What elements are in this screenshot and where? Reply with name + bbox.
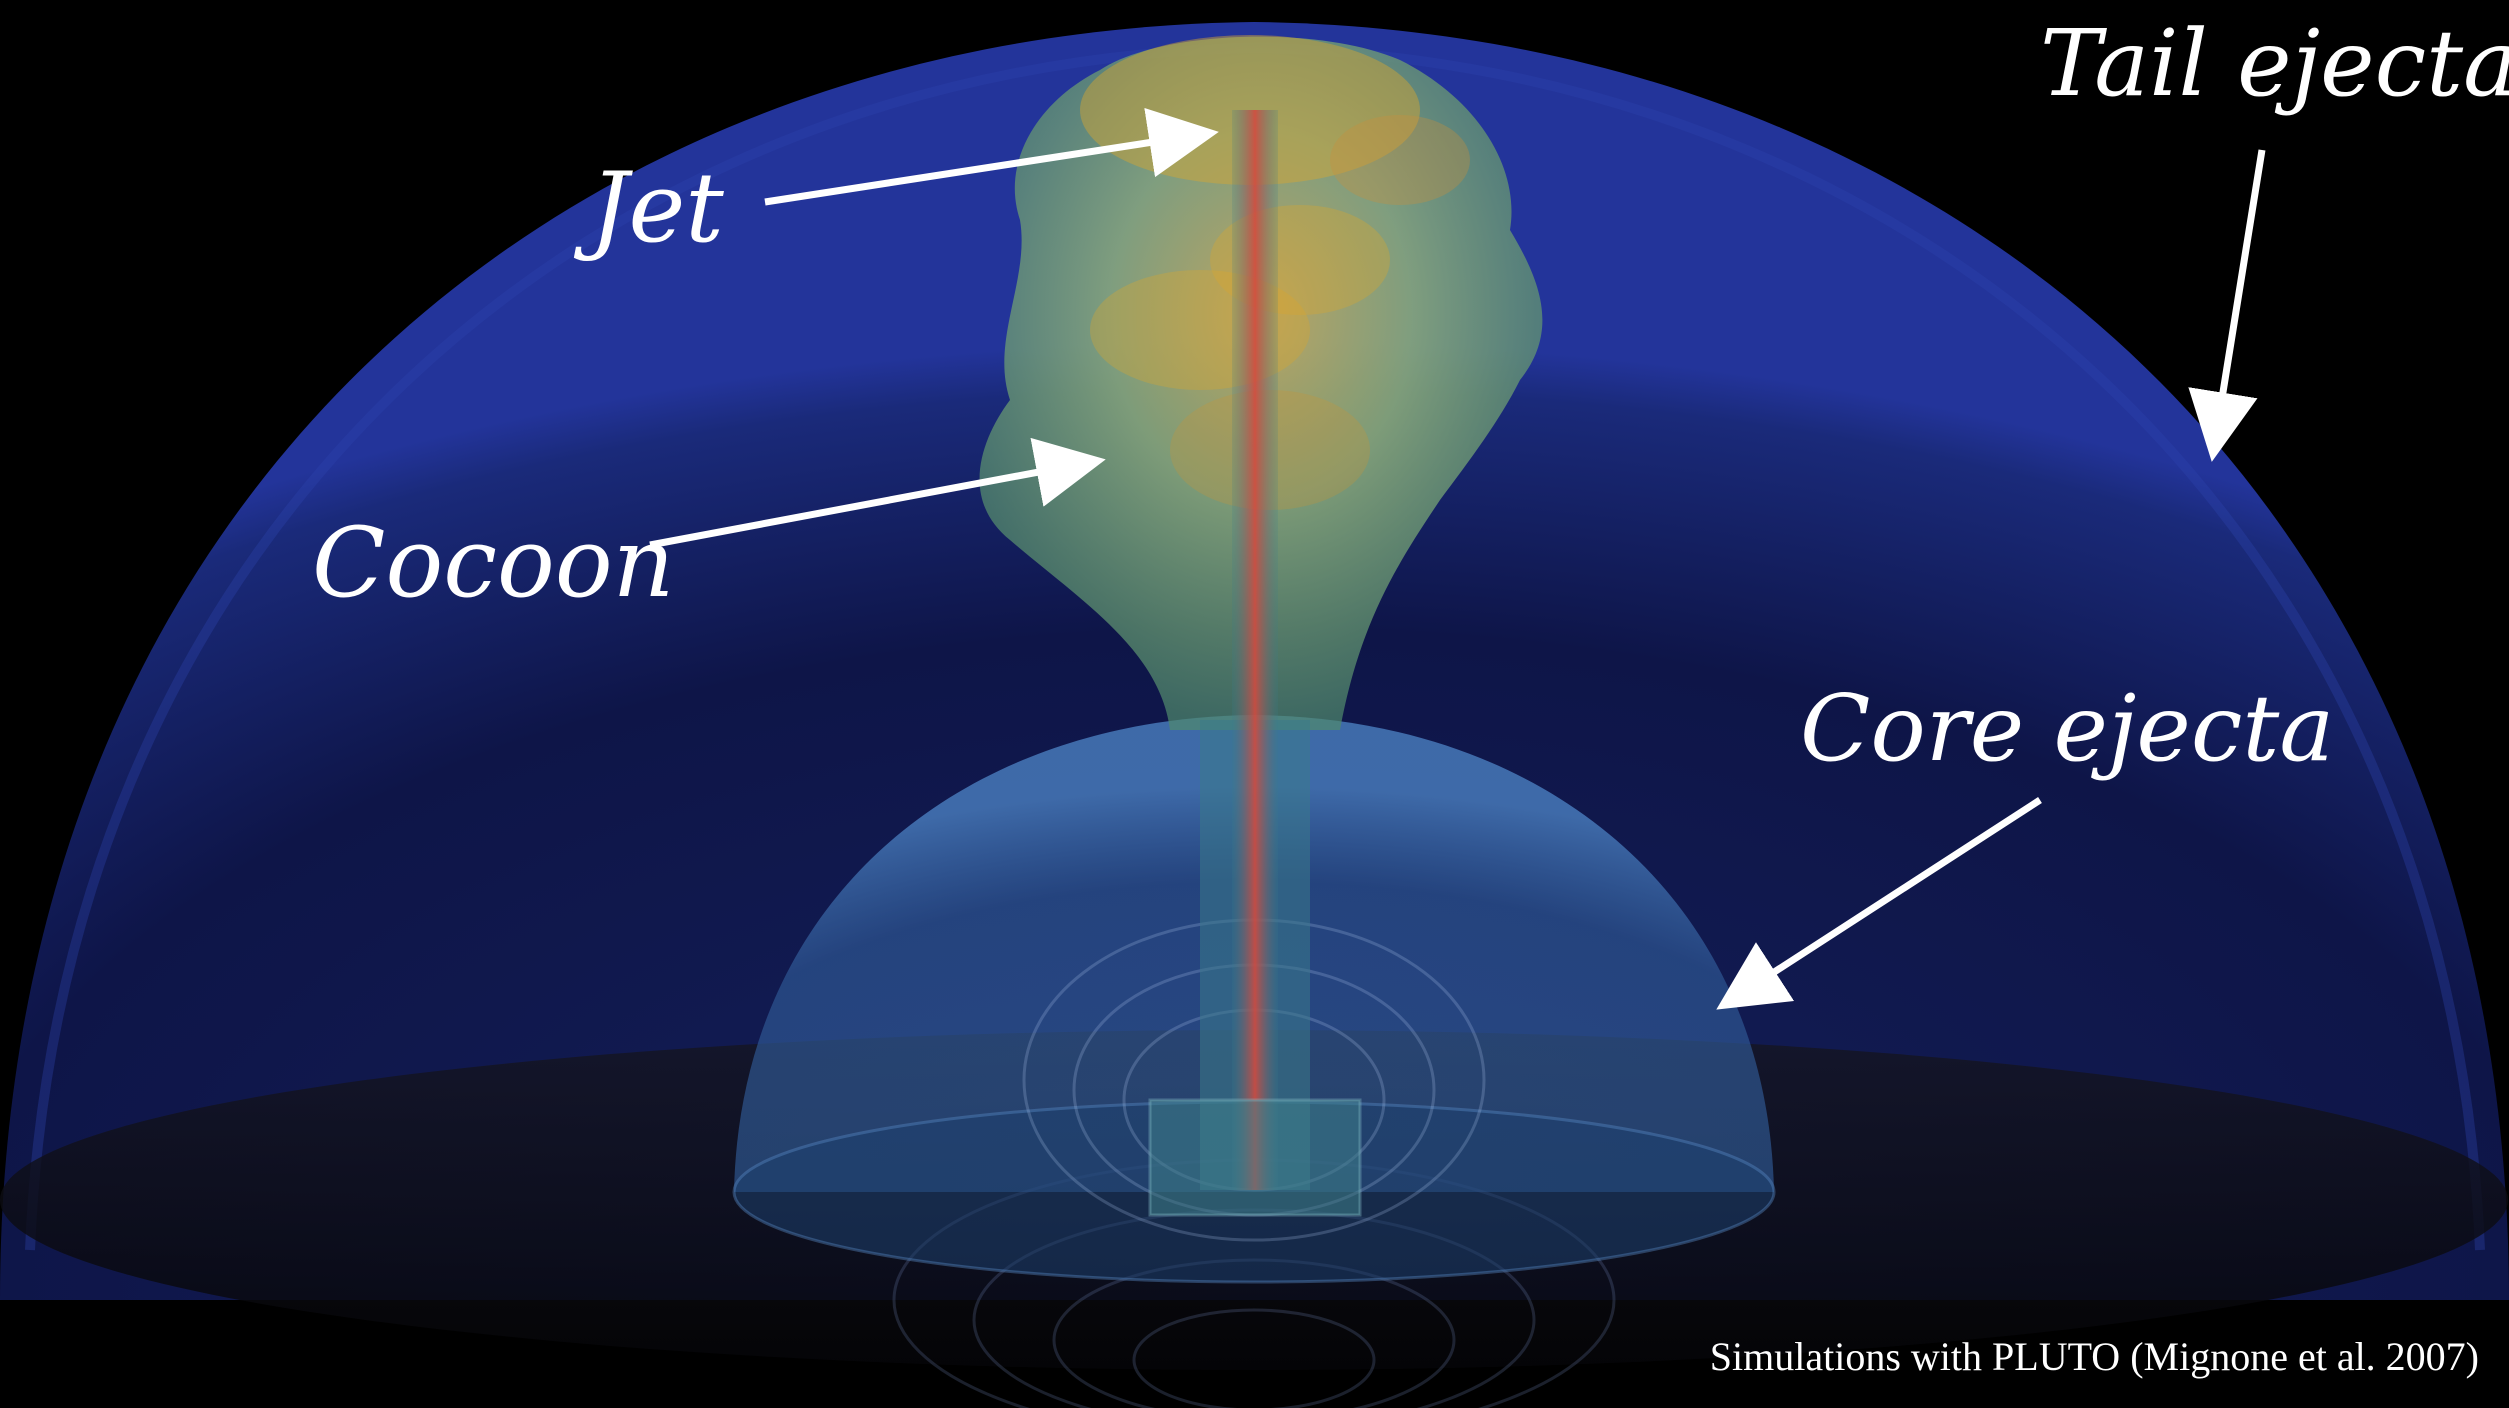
tail-ejecta-label: Tail ejecta: [2040, 18, 2509, 110]
core-ejecta-label: Core ejecta: [1800, 683, 2334, 775]
jet-label: Jet: [590, 160, 724, 256]
cocoon-label: Cocoon: [312, 515, 674, 611]
simulation-credit: Simulations with PLUTO (Mignone et al. 2…: [1710, 1333, 2479, 1380]
